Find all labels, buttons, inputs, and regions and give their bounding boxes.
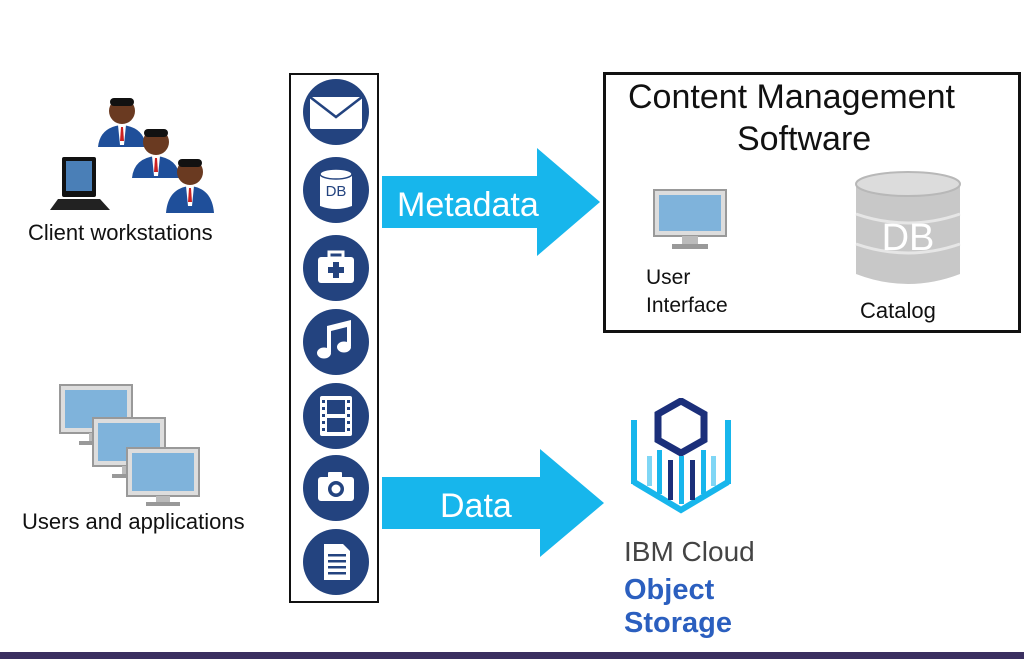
client-workstations-label: Client workstations bbox=[28, 220, 213, 245]
database-icon-text: DB bbox=[326, 183, 347, 200]
document-icon bbox=[303, 529, 369, 595]
database-icon: DB bbox=[303, 157, 369, 223]
person-icon bbox=[132, 129, 180, 178]
cms-title-line2: Software bbox=[737, 120, 872, 158]
catalog-database-icon: DB bbox=[855, 171, 961, 284]
client-workstations-illustration bbox=[50, 98, 214, 213]
catalog-db-text: DB bbox=[882, 217, 935, 259]
user-interface-label-line2: Interface bbox=[646, 294, 728, 317]
users-applications-illustration bbox=[59, 384, 200, 506]
person-icon bbox=[166, 159, 214, 213]
medical-kit-icon bbox=[303, 235, 369, 301]
metadata-arrow bbox=[382, 148, 600, 256]
cms-title-line1: Content Management bbox=[628, 78, 955, 116]
person-icon bbox=[98, 98, 146, 147]
music-note-icon bbox=[303, 309, 369, 375]
mail-icon bbox=[303, 79, 369, 145]
users-applications-label: Users and applications bbox=[22, 509, 245, 534]
laptop-icon bbox=[50, 157, 110, 210]
content-type-icons: DB bbox=[303, 79, 369, 595]
data-arrow bbox=[382, 449, 604, 557]
monitor-icon bbox=[126, 447, 200, 506]
catalog-label: Catalog bbox=[860, 298, 936, 323]
object-storage-line2: Storage bbox=[624, 607, 732, 639]
bottom-border-bar bbox=[0, 652, 1024, 659]
film-strip-icon bbox=[303, 383, 369, 449]
user-interface-label-line1: User bbox=[646, 266, 691, 289]
ibm-cloud-brand: IBM Cloud bbox=[624, 536, 755, 567]
object-storage-line1: Object bbox=[624, 574, 715, 606]
metadata-arrow-label: Metadata bbox=[397, 186, 539, 224]
user-interface-monitor-icon bbox=[653, 189, 727, 249]
camera-icon bbox=[303, 455, 369, 521]
data-arrow-label: Data bbox=[440, 487, 512, 525]
ibm-cloud-object-storage-logo bbox=[631, 398, 731, 514]
